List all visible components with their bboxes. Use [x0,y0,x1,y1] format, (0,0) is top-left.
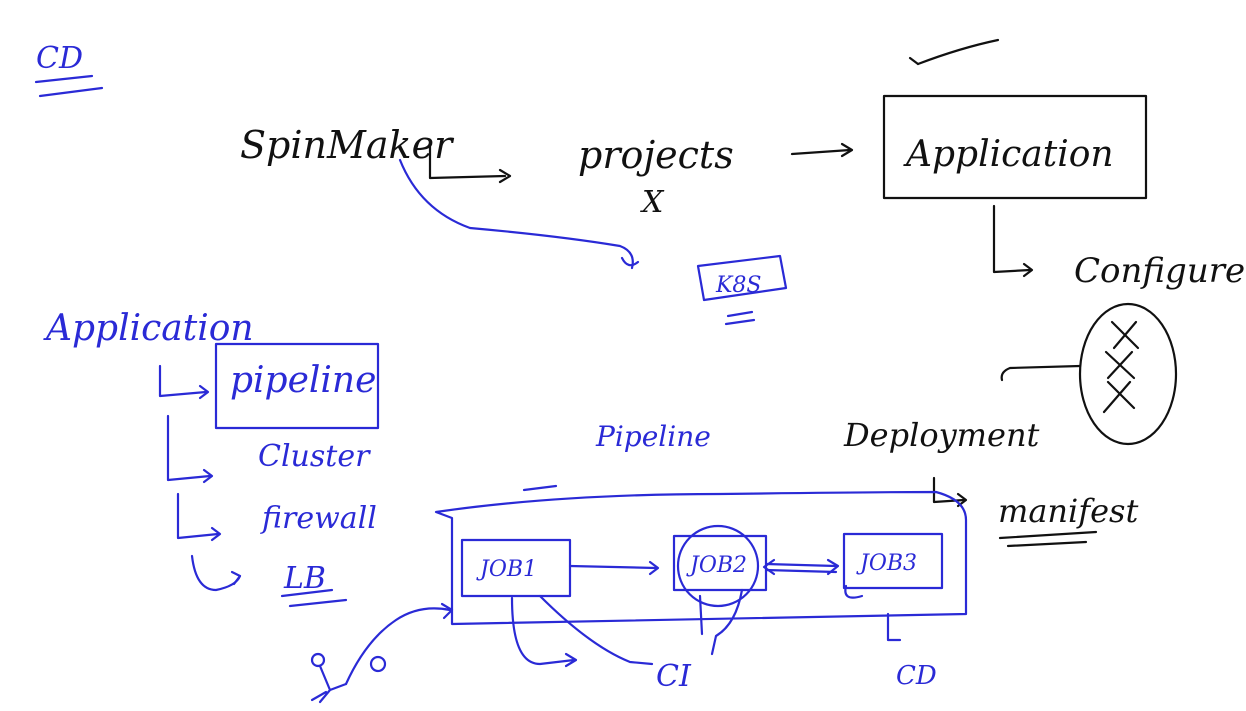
job1-job2-arrowhead [648,560,660,576]
projects-label: projects [578,133,734,177]
oval-pointer-line [1000,364,1082,382]
k8s-label: K8S [715,273,762,298]
k8s-curve-arrowhead [620,256,640,267]
configure-label: Configure [1074,251,1245,291]
manifest-underline-2 [1006,540,1088,548]
pipeline-container [434,490,968,626]
job2-job3-arrowhead [826,558,840,576]
job2-circle [676,524,760,608]
job2-to-job3-arrow-bottom [764,568,838,574]
user-figure-body [310,664,348,704]
checkmark-tick [908,56,920,66]
spinnaker-arrowhead [498,168,512,184]
job1-box [460,538,572,598]
configure-arrowhead [1022,262,1034,278]
job1-down-arrow [510,596,576,666]
user-node-circle [369,655,387,673]
lb-underline-2 [288,598,348,608]
cd-underline-2 [38,86,104,98]
tree-branch-pipeline [158,364,208,398]
pipeline-item-box [214,342,380,430]
k8s-box [696,254,788,302]
cd-underline-1 [34,74,94,84]
spinnaker-label: SpinMaker [240,123,455,167]
tree-item-lb: LB [283,561,326,596]
job2-label: JOB2 [686,553,747,578]
oval-x-mark-3 [1102,380,1136,414]
spinnaker-to-projects-arrow [428,143,507,180]
cd-heading: CD [36,41,83,76]
manifest-label: manifest [998,492,1138,530]
job2-to-job3-arrow-top [764,562,838,568]
tree-arrowhead-firewall [210,526,222,542]
application-box-label: Application [903,134,1114,175]
oval-x-mark-1 [1110,320,1140,350]
user-figure-head [310,652,326,668]
user-to-pipeline-curve [344,607,452,686]
k8s-underline-1 [726,310,754,318]
job1-down-arrowhead [564,652,578,668]
user-curve-arrowhead [440,602,454,620]
projects-arrowhead [840,142,854,158]
k8s-underline-2 [724,318,756,326]
pipeline-dash-mark [522,484,558,492]
deployment-label: Deployment [843,416,1040,454]
application-tree-label: Application [43,308,254,349]
application-to-configure-arrow [992,204,1032,274]
spinnaker-to-k8s-curve [398,158,634,270]
lb-underline-1 [280,588,334,598]
deployment-to-manifest-arrow [932,476,966,504]
job3-hook [844,584,864,599]
ci-label: CI [656,659,692,694]
tree-arrowhead-lb [230,570,242,586]
tree-branch-cluster [166,414,212,482]
manifest-underline-1 [998,530,1098,540]
tree-arrowhead-pipeline [198,384,210,400]
job3-box [842,532,944,590]
job2-to-ci-lines [698,588,744,656]
tree-branch-firewall [176,492,220,540]
job1-to-job2-arrow [568,564,658,570]
job1-label: JOB1 [476,557,537,582]
job3-job2-arrowhead [762,558,776,576]
pipeline-heading: Pipeline [595,420,711,453]
job1-to-ci-arrow [538,594,654,666]
job3-to-cd-line [886,612,902,642]
cd-bottom-label: CD [896,661,937,691]
application-box [882,94,1148,200]
configure-items-oval [1078,302,1178,446]
tree-item-firewall: firewall [260,501,377,536]
tree-item-pipeline: pipeline [230,360,376,401]
tree-arrowhead-cluster [202,468,214,484]
projects-to-application-arrow [790,148,852,156]
checkmark-line [916,38,1000,66]
tree-item-cluster: Cluster [258,439,371,474]
projects-x-mark: X [640,185,665,220]
oval-x-mark-2 [1104,350,1136,380]
job3-label: JOB3 [856,551,917,576]
